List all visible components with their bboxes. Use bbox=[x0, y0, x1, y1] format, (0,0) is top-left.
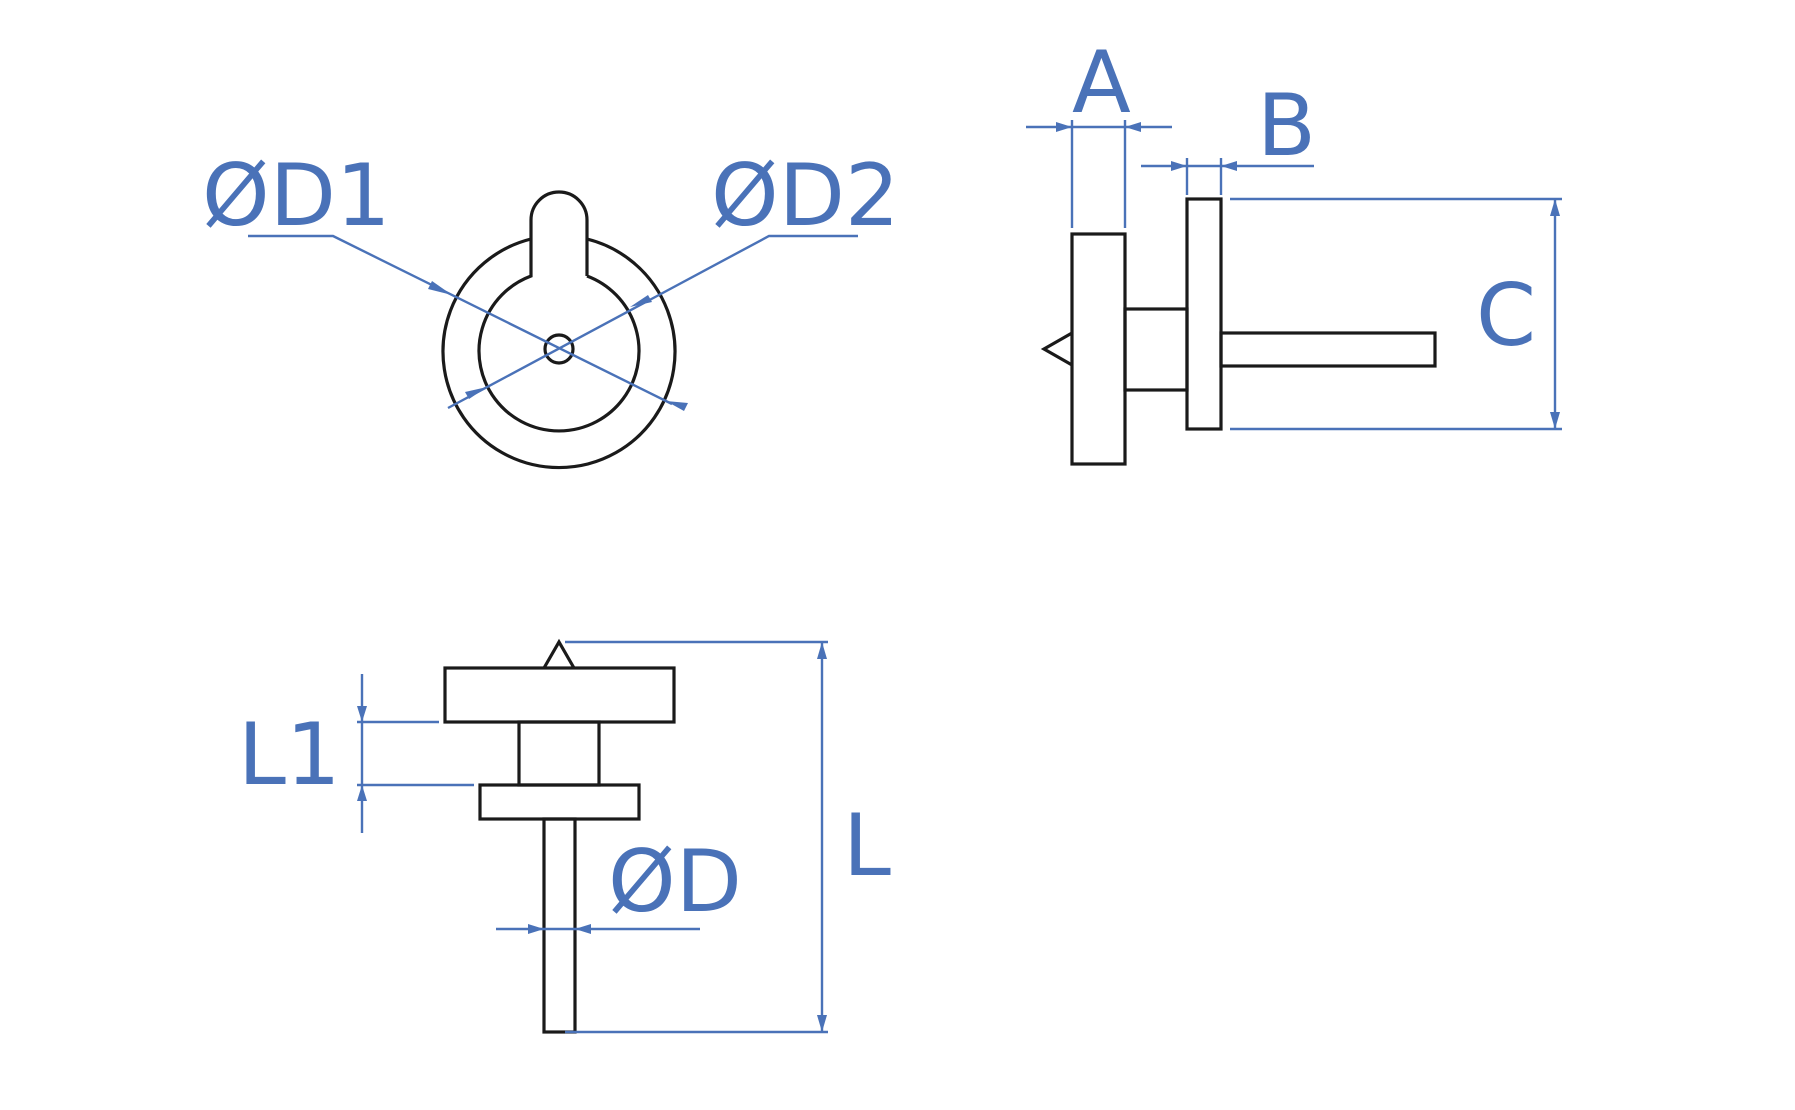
l-dimension: L bbox=[565, 640, 891, 1034]
d2-arrow-bottom bbox=[465, 387, 487, 399]
b-dimension: B bbox=[1141, 76, 1316, 195]
top-pointer bbox=[542, 638, 576, 669]
d-dimension: ØD bbox=[496, 832, 742, 934]
b-arrow-right bbox=[1221, 161, 1237, 171]
center-hole bbox=[543, 333, 575, 365]
shaft-rod bbox=[542, 817, 577, 1034]
d2-dimension: ØD2 bbox=[447, 146, 900, 410]
bottom-view: L1 L ØD bbox=[238, 638, 891, 1034]
a-arrow-left bbox=[1056, 122, 1072, 132]
bottom-view-outline bbox=[443, 638, 676, 1034]
l1-dimension: L1 bbox=[238, 674, 474, 833]
neck bbox=[1123, 307, 1189, 392]
d1-arrow-bottom bbox=[666, 401, 688, 411]
a-dimension: A bbox=[1026, 33, 1172, 228]
d1-leader-line bbox=[248, 234, 673, 406]
l-arrow-bottom bbox=[817, 1015, 827, 1032]
c-dimension: C bbox=[1230, 197, 1562, 431]
l-label: L bbox=[843, 796, 891, 896]
b-arrow-left bbox=[1171, 161, 1187, 171]
l1-arrow-top bbox=[357, 706, 367, 722]
shaft bbox=[1219, 331, 1437, 368]
l1-label: L1 bbox=[238, 705, 341, 805]
c-arrow-top bbox=[1550, 199, 1560, 216]
a-label: A bbox=[1072, 33, 1131, 133]
c-arrow-bottom bbox=[1550, 412, 1560, 429]
front-view-outline bbox=[441, 190, 677, 470]
flange-plate bbox=[478, 783, 641, 821]
side-view: A B C bbox=[1026, 33, 1562, 466]
d1-arrow-top bbox=[428, 281, 452, 295]
l1-arrow-bottom bbox=[357, 785, 367, 801]
d2-arrow-top bbox=[630, 295, 652, 307]
knob-body bbox=[1070, 232, 1127, 466]
knob-plate bbox=[443, 666, 676, 724]
l-arrow-top bbox=[817, 642, 827, 659]
a-arrow-right bbox=[1125, 122, 1141, 132]
knob-pointer bbox=[1040, 331, 1073, 367]
outer-circle bbox=[441, 237, 677, 470]
d2-leader-line bbox=[447, 234, 858, 410]
d2-label: ØD2 bbox=[711, 146, 900, 246]
d1-label: ØD1 bbox=[202, 146, 391, 246]
neck-block bbox=[517, 720, 601, 787]
d-arrow-right bbox=[575, 924, 591, 934]
front-view: ØD1 ØD2 bbox=[202, 146, 900, 470]
c-label: C bbox=[1476, 266, 1536, 366]
inner-circle bbox=[477, 239, 641, 433]
flange bbox=[1185, 197, 1223, 431]
b-label: B bbox=[1257, 76, 1316, 176]
d-arrow-left bbox=[528, 924, 544, 934]
keyhole-tab bbox=[529, 190, 589, 239]
side-view-outline bbox=[1040, 197, 1437, 466]
d-label: ØD bbox=[608, 832, 742, 932]
